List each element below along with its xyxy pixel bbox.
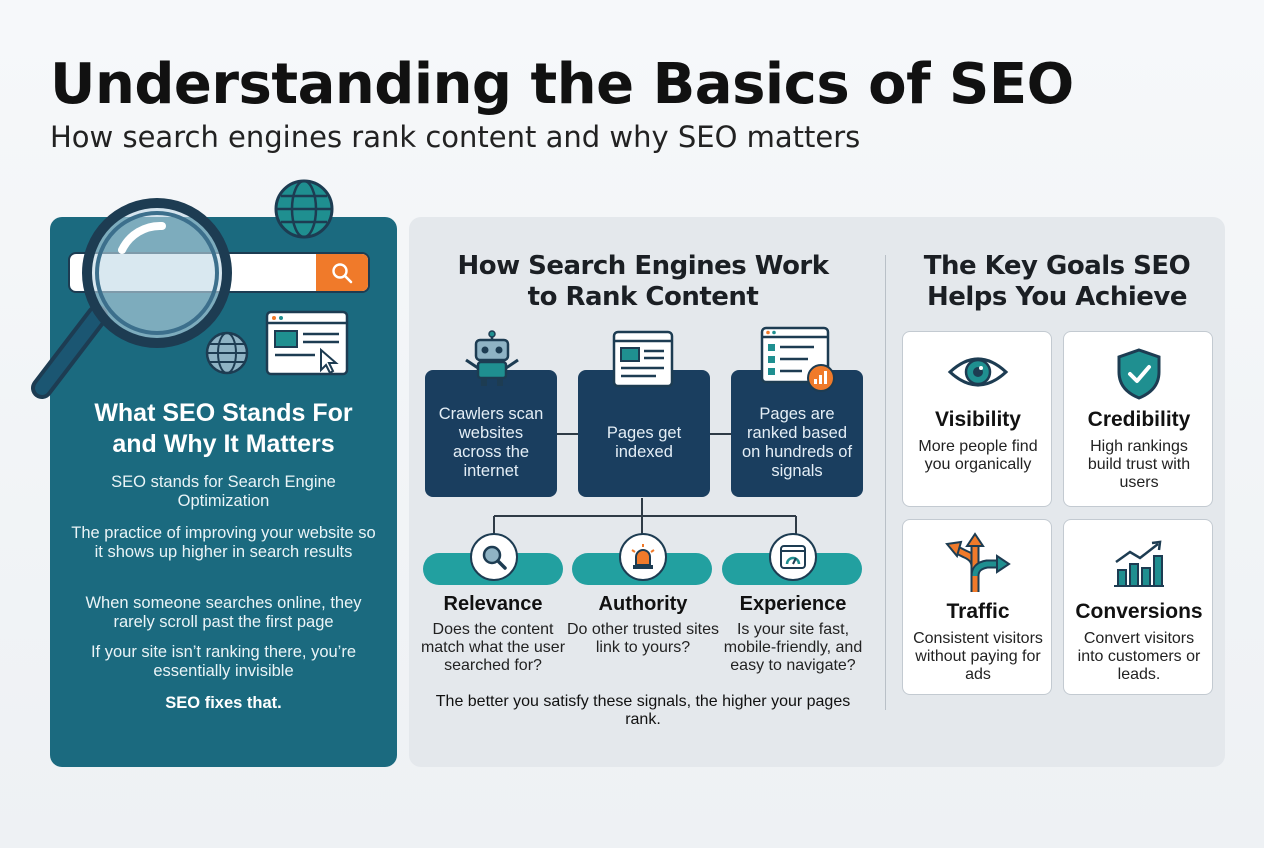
- left-paragraph-3: When someone searches online, they rarel…: [85, 594, 362, 631]
- ranked-list-icon: [760, 326, 835, 392]
- factor-connector: [493, 498, 797, 535]
- step-connector: [709, 433, 731, 435]
- document-icon: [612, 330, 674, 388]
- magnifying-glass-icon: [31, 198, 232, 399]
- speed-gauge-icon: [780, 545, 806, 569]
- factor-experience-desc: Is your site fast, mobile-friendly, and …: [723, 621, 863, 674]
- factor-experience-title: Experience: [739, 593, 847, 615]
- goal-card-traffic: Traffic Consistent visitors without payi…: [902, 519, 1052, 695]
- robot-icon: [465, 330, 519, 386]
- step-connector: [556, 433, 578, 435]
- step-index-label: Pages get indexed: [606, 423, 682, 461]
- goal-credibility-desc: High rankings build trust with users: [1087, 438, 1191, 491]
- split-arrows-icon: [945, 532, 1011, 592]
- goal-card-conversions: Conversions Convert visitors into custom…: [1063, 519, 1213, 695]
- step-crawl-label: Crawlers scan websites across the intern…: [438, 404, 544, 480]
- step-crawl: Crawlers scan websites across the intern…: [425, 370, 557, 497]
- left-heading-line2: and Why It Matters: [112, 430, 335, 458]
- goal-conversions-title: Conversions: [1075, 600, 1203, 623]
- step-rank: Pages are ranked based on hundreds of si…: [731, 370, 863, 497]
- factor-authority-badge: [619, 533, 667, 581]
- how-it-works-heading-line2: to Rank Content: [527, 282, 759, 312]
- globe-icon: [274, 179, 334, 239]
- search-icon: [482, 545, 507, 570]
- left-paragraph-1: SEO stands for Search Engine Optimizatio…: [111, 473, 336, 510]
- page-subtitle: How search engines rank content and why …: [50, 120, 861, 154]
- goal-conversions-desc: Convert visitors into customers or leads…: [1077, 630, 1201, 683]
- factor-relevance-badge: [470, 533, 518, 581]
- goal-visibility-title: Visibility: [935, 408, 1021, 431]
- browser-window-icon: [265, 310, 349, 376]
- left-closing: SEO fixes that.: [165, 694, 282, 712]
- factor-experience-badge: [769, 533, 817, 581]
- goal-card-visibility: Visibility More people find you organica…: [902, 331, 1052, 507]
- goals-heading-line2: Helps You Achieve: [927, 282, 1187, 312]
- globe-icon: [205, 331, 249, 375]
- page-title: Understanding the Basics of SEO: [50, 52, 1074, 117]
- search-icon: [332, 262, 353, 283]
- shield-check-icon: [1117, 348, 1161, 400]
- goals-heading-line1: The Key Goals SEO: [923, 251, 1191, 281]
- factor-relevance-desc: Does the content match what the user sea…: [420, 621, 566, 674]
- eye-icon: [947, 357, 1009, 387]
- factor-authority-title: Authority: [598, 593, 688, 615]
- goal-traffic-desc: Consistent visitors without paying for a…: [913, 630, 1043, 683]
- how-it-works-heading-line1: How Search Engines Work: [457, 251, 829, 281]
- left-paragraph-4: If your site isn’t ranking there, you’re…: [90, 643, 357, 680]
- cursor-icon: [320, 347, 339, 375]
- factor-authority-desc: Do other trusted sites link to yours?: [566, 621, 720, 656]
- section-divider: [885, 255, 886, 710]
- goal-visibility-desc: More people find you organically: [918, 438, 1038, 473]
- left-paragraph-2: The practice of improving your website s…: [71, 524, 376, 561]
- factor-relevance-title: Relevance: [443, 593, 543, 615]
- left-heading-line1: What SEO Stands For: [94, 399, 353, 427]
- goals-heading: The Key Goals SEO Helps You Achieve: [897, 251, 1217, 313]
- step-index: Pages get indexed: [578, 370, 710, 497]
- growth-chart-icon: [1114, 540, 1164, 587]
- step-rank-label: Pages are ranked based on hundreds of si…: [741, 404, 853, 480]
- how-it-works-heading: How Search Engines Work to Rank Content: [418, 251, 868, 313]
- goal-credibility-title: Credibility: [1087, 408, 1191, 431]
- goal-traffic-title: Traffic: [946, 600, 1010, 623]
- alarm-light-icon: [631, 544, 655, 569]
- ranking-note: The better you satisfy these signals, th…: [435, 693, 851, 728]
- goal-card-credibility: Credibility High rankings build trust wi…: [1063, 331, 1213, 507]
- left-heading: What SEO Stands For and Why It Matters: [50, 398, 397, 460]
- search-button-graphic: [316, 254, 368, 291]
